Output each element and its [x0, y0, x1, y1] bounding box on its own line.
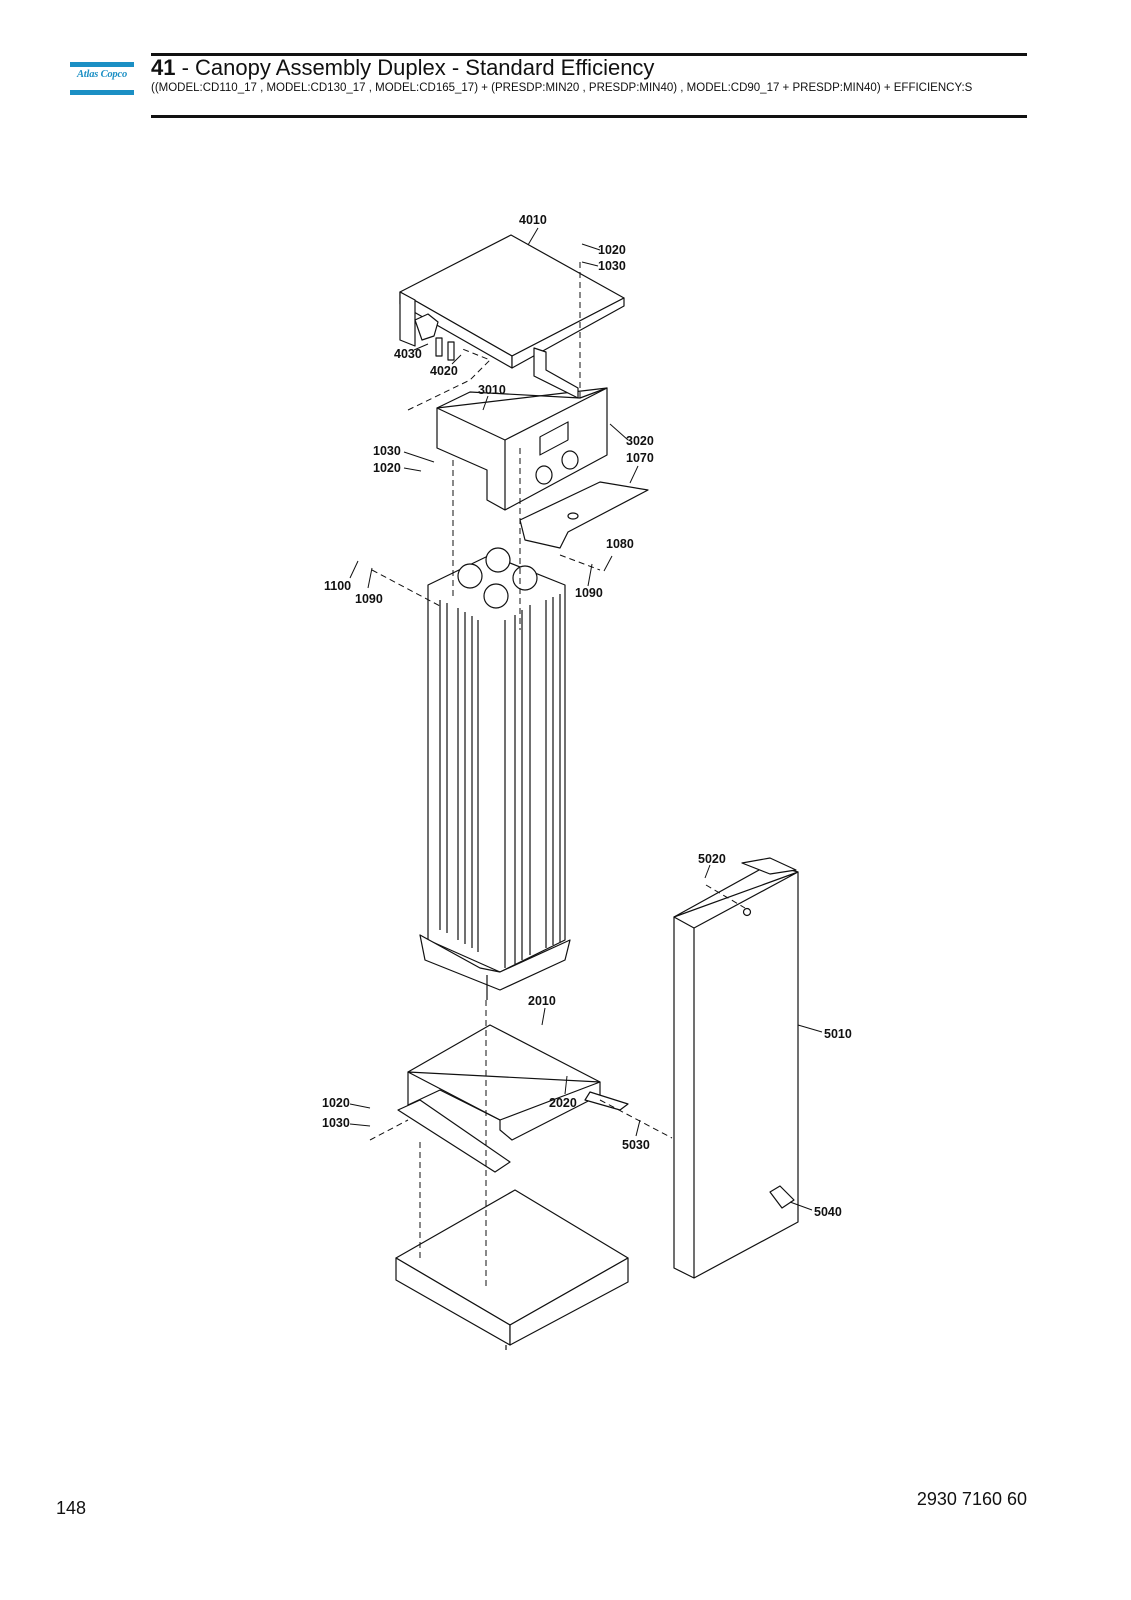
page-number: 148 — [56, 1498, 87, 1518]
logo-bar-bottom — [70, 90, 134, 95]
exploded-view-drawing: 4010 1020 1030 4030 4020 3010 1030 1020 … — [322, 213, 852, 1350]
floor-plate-part — [395, 1189, 629, 1350]
callout-4010: 4010 — [519, 213, 547, 227]
callout-5040: 5040 — [814, 1205, 842, 1219]
callout-1020-top: 1020 — [598, 243, 626, 257]
applicability-conditions: ((MODEL:CD110_17 , MODEL:CD130_17 , MODE… — [151, 82, 973, 94]
callout-1080: 1080 — [606, 537, 634, 551]
logo-wordmark: Atlas Copco — [76, 69, 127, 80]
callout-1030-top: 1030 — [598, 259, 626, 273]
callout-5020: 5020 — [698, 852, 726, 866]
callout-1030-bottom: 1030 — [322, 1116, 350, 1130]
section-number: 41 — [151, 55, 176, 80]
callout-5010: 5010 — [824, 1027, 852, 1041]
callout-1090-left: 1090 — [355, 592, 383, 606]
callout-3020: 3020 — [626, 434, 654, 448]
callout-1020-mid: 1020 — [373, 461, 401, 475]
callout-1020-bottom: 1020 — [322, 1096, 350, 1110]
atlas-copco-logo: Atlas Copco — [70, 62, 134, 95]
logo-bar-top — [70, 62, 134, 67]
title-separator: - — [175, 55, 196, 80]
callout-1090-right: 1090 — [575, 586, 603, 600]
page-title: 41 - Canopy Assembly Duplex - Standard E… — [151, 54, 654, 82]
callout-2010: 2010 — [528, 994, 556, 1008]
base-tray-part — [397, 1024, 629, 1173]
callout-1030-mid: 1030 — [373, 444, 401, 458]
callout-2020: 2020 — [549, 1096, 577, 1110]
callout-1070: 1070 — [626, 451, 654, 465]
callout-1100: 1100 — [324, 579, 351, 593]
callout-4030: 4030 — [394, 347, 422, 361]
top-cover-part — [399, 234, 625, 369]
header-rule-bottom — [151, 115, 1027, 118]
callout-3010: 3010 — [478, 383, 506, 397]
canopy-frame-part — [436, 347, 608, 511]
bracket-plate-part — [519, 481, 649, 549]
side-panel-part — [673, 857, 799, 1279]
dryer-tower-assembly — [419, 547, 571, 1000]
callout-4020: 4020 — [430, 364, 458, 378]
section-title: Canopy Assembly Duplex - Standard Effici… — [195, 55, 655, 80]
callout-5030: 5030 — [622, 1138, 650, 1152]
header-rule-top — [151, 53, 1027, 56]
document-number: 2930 7160 60 — [916, 1489, 1027, 1509]
